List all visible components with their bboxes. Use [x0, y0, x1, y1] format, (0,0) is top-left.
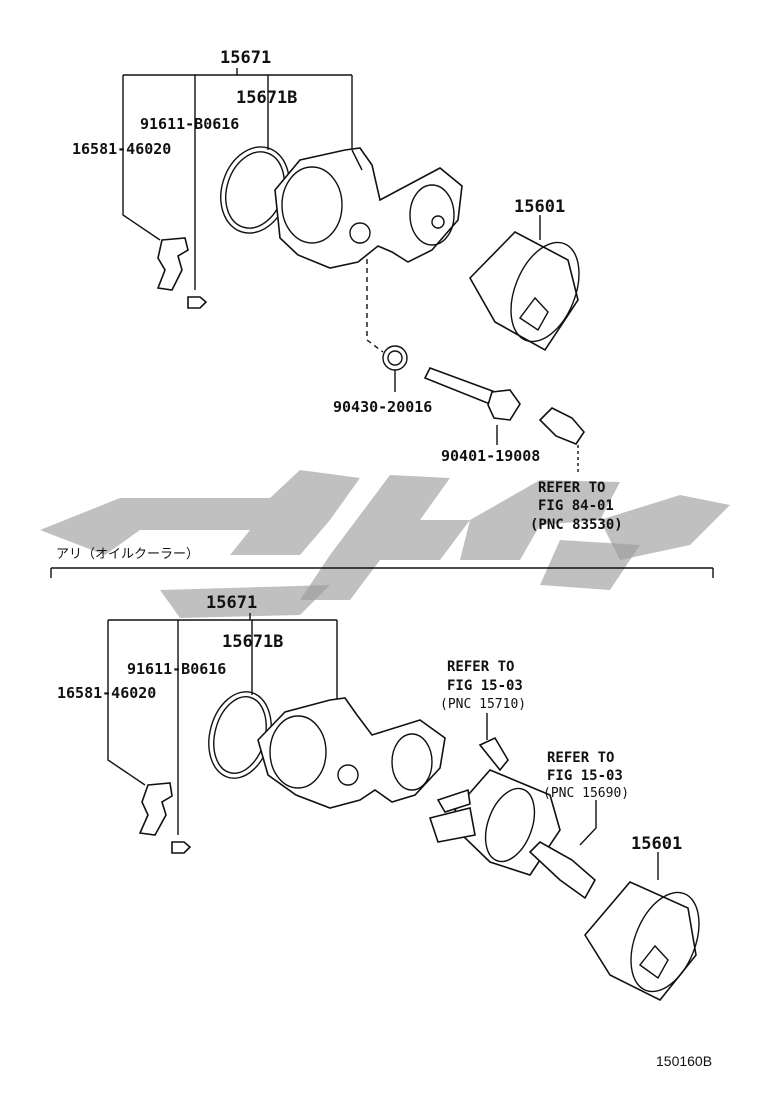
lower-bracket-label: 16581-46020 — [57, 684, 156, 702]
upper-ref-line1: REFER TO — [538, 480, 605, 496]
upper-union-bolt-label: 90401-19008 — [441, 447, 540, 465]
bolt-part — [187, 296, 208, 309]
lower-bolt-label: 91611-B0616 — [127, 660, 226, 678]
upper-assembly-label: 15671 — [220, 48, 271, 68]
lower-filter-label: 15601 — [631, 834, 682, 854]
oil-temp-sensor-part — [528, 841, 597, 900]
lower-assembly-label: 15671 — [206, 593, 257, 613]
lower-ref-a-line1: REFER TO — [447, 659, 514, 675]
union-bolt-part — [423, 367, 521, 421]
washer-part — [382, 345, 408, 371]
upper-gasket-label: 15671B — [236, 88, 297, 108]
housing-part — [274, 147, 463, 269]
section-label: アリ（オイルクーラー） — [56, 547, 199, 562]
figure-code: 150160B — [656, 1053, 712, 1069]
section-divider: アリ（オイルクーラー） — [50, 547, 714, 578]
oil-pressure-sensor-part — [538, 407, 586, 445]
watermark-logo — [40, 470, 730, 618]
lower-ref-a-line3: (PNC 15710) — [440, 697, 526, 712]
housing-part — [257, 697, 446, 809]
upper-filter-label: 15601 — [514, 197, 565, 217]
lower-ref-a-line2: FIG 15-03 — [447, 678, 523, 694]
bracket-part — [138, 782, 173, 836]
oil-filter-part — [584, 881, 700, 1002]
lower-diagram: 15671 15671B 91611-B0616 16581-46020 REF… — [57, 593, 700, 1002]
oil-filter-part — [469, 231, 580, 352]
lower-gasket-label: 15671B — [222, 632, 283, 652]
upper-diagram: 15671 15671B 91611-B0616 16581-46020 156… — [72, 48, 623, 533]
lower-ref-b-line3: (PNC 15690) — [543, 786, 629, 801]
lower-ref-b-line2: FIG 15-03 — [547, 768, 623, 784]
lower-ref-b-line1: REFER TO — [547, 750, 614, 766]
upper-bracket-label: 16581-46020 — [72, 140, 171, 158]
bracket-part — [156, 237, 189, 291]
upper-ref-line2: FIG 84-01 — [538, 498, 614, 514]
bolt-part — [171, 841, 192, 854]
upper-ref-line3: (PNC 83530) — [530, 517, 623, 533]
upper-washer-label: 90430-20016 — [333, 398, 432, 416]
upper-bolt-label: 91611-B0616 — [140, 115, 239, 133]
